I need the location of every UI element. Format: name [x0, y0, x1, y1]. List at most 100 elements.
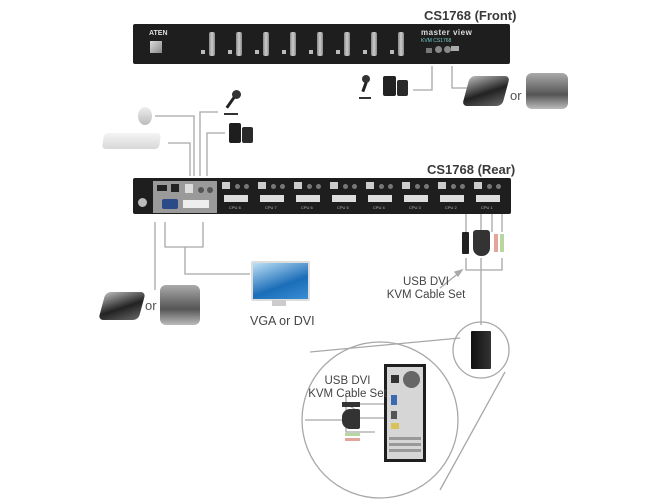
- cpu-mic-jack: [271, 184, 276, 189]
- mouse-icon: [138, 107, 152, 125]
- front-port-led-8: [390, 50, 394, 54]
- cpu-port-group: CPU 4: [363, 178, 397, 214]
- computer-icon: [471, 331, 491, 369]
- rear-unit: CPU 8 CPU 7 CPU 6 CPU 5 CPU 4 CPU 3 CPU 2 CPU 1: [133, 178, 511, 214]
- cpu-dvi-port: [404, 195, 428, 202]
- cpu-usb-port: [402, 182, 410, 189]
- cpu-usb-port: [438, 182, 446, 189]
- cpu-usb-port: [222, 182, 230, 189]
- line-keyboard: [168, 142, 191, 176]
- console-microphone-icon: [220, 90, 242, 116]
- front-mic-jack: [435, 46, 442, 53]
- cpu-speaker-jack: [244, 184, 249, 189]
- cpu-dvi-port: [440, 195, 464, 202]
- rear-usb-port: [157, 185, 167, 191]
- front-printer-icon: [526, 73, 568, 109]
- zoom-cable-label-line2: KVM Cable Set: [308, 388, 387, 400]
- cpu-port-group: CPU 6: [291, 178, 325, 214]
- masterview-logo: master view: [421, 28, 473, 37]
- zoom-cable-set-label: USB DVI KVM Cable Set: [300, 375, 395, 401]
- console-dvi-port: [183, 200, 209, 208]
- front-port-button-5: [317, 32, 323, 56]
- line-mouse: [155, 115, 195, 176]
- cpu-mic-jack: [307, 184, 312, 189]
- cpu-speaker-jack: [388, 184, 393, 189]
- expansion-slot: [389, 449, 421, 452]
- cpu-port-label: CPU 7: [265, 205, 277, 210]
- line-vga-dvi: [164, 222, 204, 248]
- masterview-sub: KVM CS1768: [421, 38, 452, 44]
- pc-audio-ports: [391, 423, 399, 429]
- line-microphone: [199, 111, 218, 176]
- front-port-led-7: [363, 50, 367, 54]
- rear-mic-jack: [198, 187, 204, 193]
- cpu-mic-jack: [415, 184, 420, 189]
- cpu-usb-port: [330, 182, 338, 189]
- aten-emblem: [150, 41, 162, 53]
- cpu-port-label: CPU 4: [373, 205, 385, 210]
- cpu-port-group: CPU 3: [399, 178, 433, 214]
- cpu-usb-port: [294, 182, 302, 189]
- keyboard-icon: [101, 133, 162, 149]
- front-port-button-4: [290, 32, 296, 56]
- cpu-mic-jack: [343, 184, 348, 189]
- monitor-label: VGA or DVI: [250, 314, 315, 328]
- speaker-cable-connector: [494, 234, 498, 252]
- front-unit: ATEN master view KVM CS1768: [133, 24, 510, 64]
- cable-set-label-line1: USB DVI: [402, 276, 449, 288]
- zoom-cable-label-line1: USB DVI: [324, 375, 371, 387]
- cpu-mic-jack: [379, 184, 384, 189]
- zoom-callout-circle: [301, 341, 459, 499]
- pc-usb-port: [391, 411, 397, 419]
- front-port-button-7: [371, 32, 377, 56]
- cpu-speaker-jack: [460, 184, 465, 189]
- cpu-port-group: CPU 1: [471, 178, 505, 214]
- console-speakers-icon: [229, 123, 254, 149]
- front-port-button-3: [263, 32, 269, 56]
- power-socket: [391, 375, 399, 383]
- front-speakers-icon: [383, 76, 409, 98]
- zoom-usb-connector: [342, 402, 360, 407]
- cpu-dvi-port: [332, 195, 356, 202]
- computer-callout-circle: [452, 321, 510, 379]
- front-port-led-3: [255, 50, 259, 54]
- cpu-usb-port: [366, 182, 374, 189]
- dvi-cable-connector: [473, 230, 490, 256]
- cpu-mic-jack: [487, 184, 492, 189]
- front-or-label: or: [510, 88, 522, 103]
- cpu-port-label: CPU 5: [337, 205, 349, 210]
- cpu-mic-jack: [451, 184, 456, 189]
- cpu-dvi-port: [476, 195, 500, 202]
- usb-cable-connector: [462, 232, 469, 254]
- front-scanner-icon: [461, 76, 511, 106]
- pc-vga-port: [391, 395, 397, 405]
- cpu-speaker-jack: [496, 184, 501, 189]
- cpu-port-label: CPU 2: [445, 205, 457, 210]
- front-port-button-2: [236, 32, 242, 56]
- cpu-speaker-jack: [352, 184, 357, 189]
- front-speaker-jack: [444, 46, 451, 53]
- rear-title: CS1768 (Rear): [427, 162, 516, 177]
- rear-scanner-icon: [98, 292, 146, 320]
- cpu-port-group: CPU 5: [327, 178, 361, 214]
- rear-or-label: or: [145, 298, 157, 313]
- cpu-mic-jack: [235, 184, 240, 189]
- cpu-port-label: CPU 3: [409, 205, 421, 210]
- mic-cable-connector: [500, 234, 504, 252]
- cable-set-label-line2: KVM Cable Set: [386, 289, 466, 301]
- front-port-led-6: [336, 50, 340, 54]
- front-port-buttons: [201, 32, 404, 58]
- cpu-dvi-port: [368, 195, 392, 202]
- console-port-panel: [153, 181, 217, 213]
- cpu-port-label: CPU 6: [301, 205, 313, 210]
- cpu-speaker-jack: [316, 184, 321, 189]
- cpu-port-label: CPU 8: [229, 205, 241, 210]
- ps2-port: [171, 184, 179, 192]
- rear-speaker-jack: [207, 187, 213, 193]
- cpu-speaker-jack: [280, 184, 285, 189]
- front-port-led-2: [228, 50, 232, 54]
- cpu-port-label: CPU 1: [481, 205, 493, 210]
- power-jack: [138, 198, 147, 207]
- zoom-speaker-connector: [345, 438, 360, 441]
